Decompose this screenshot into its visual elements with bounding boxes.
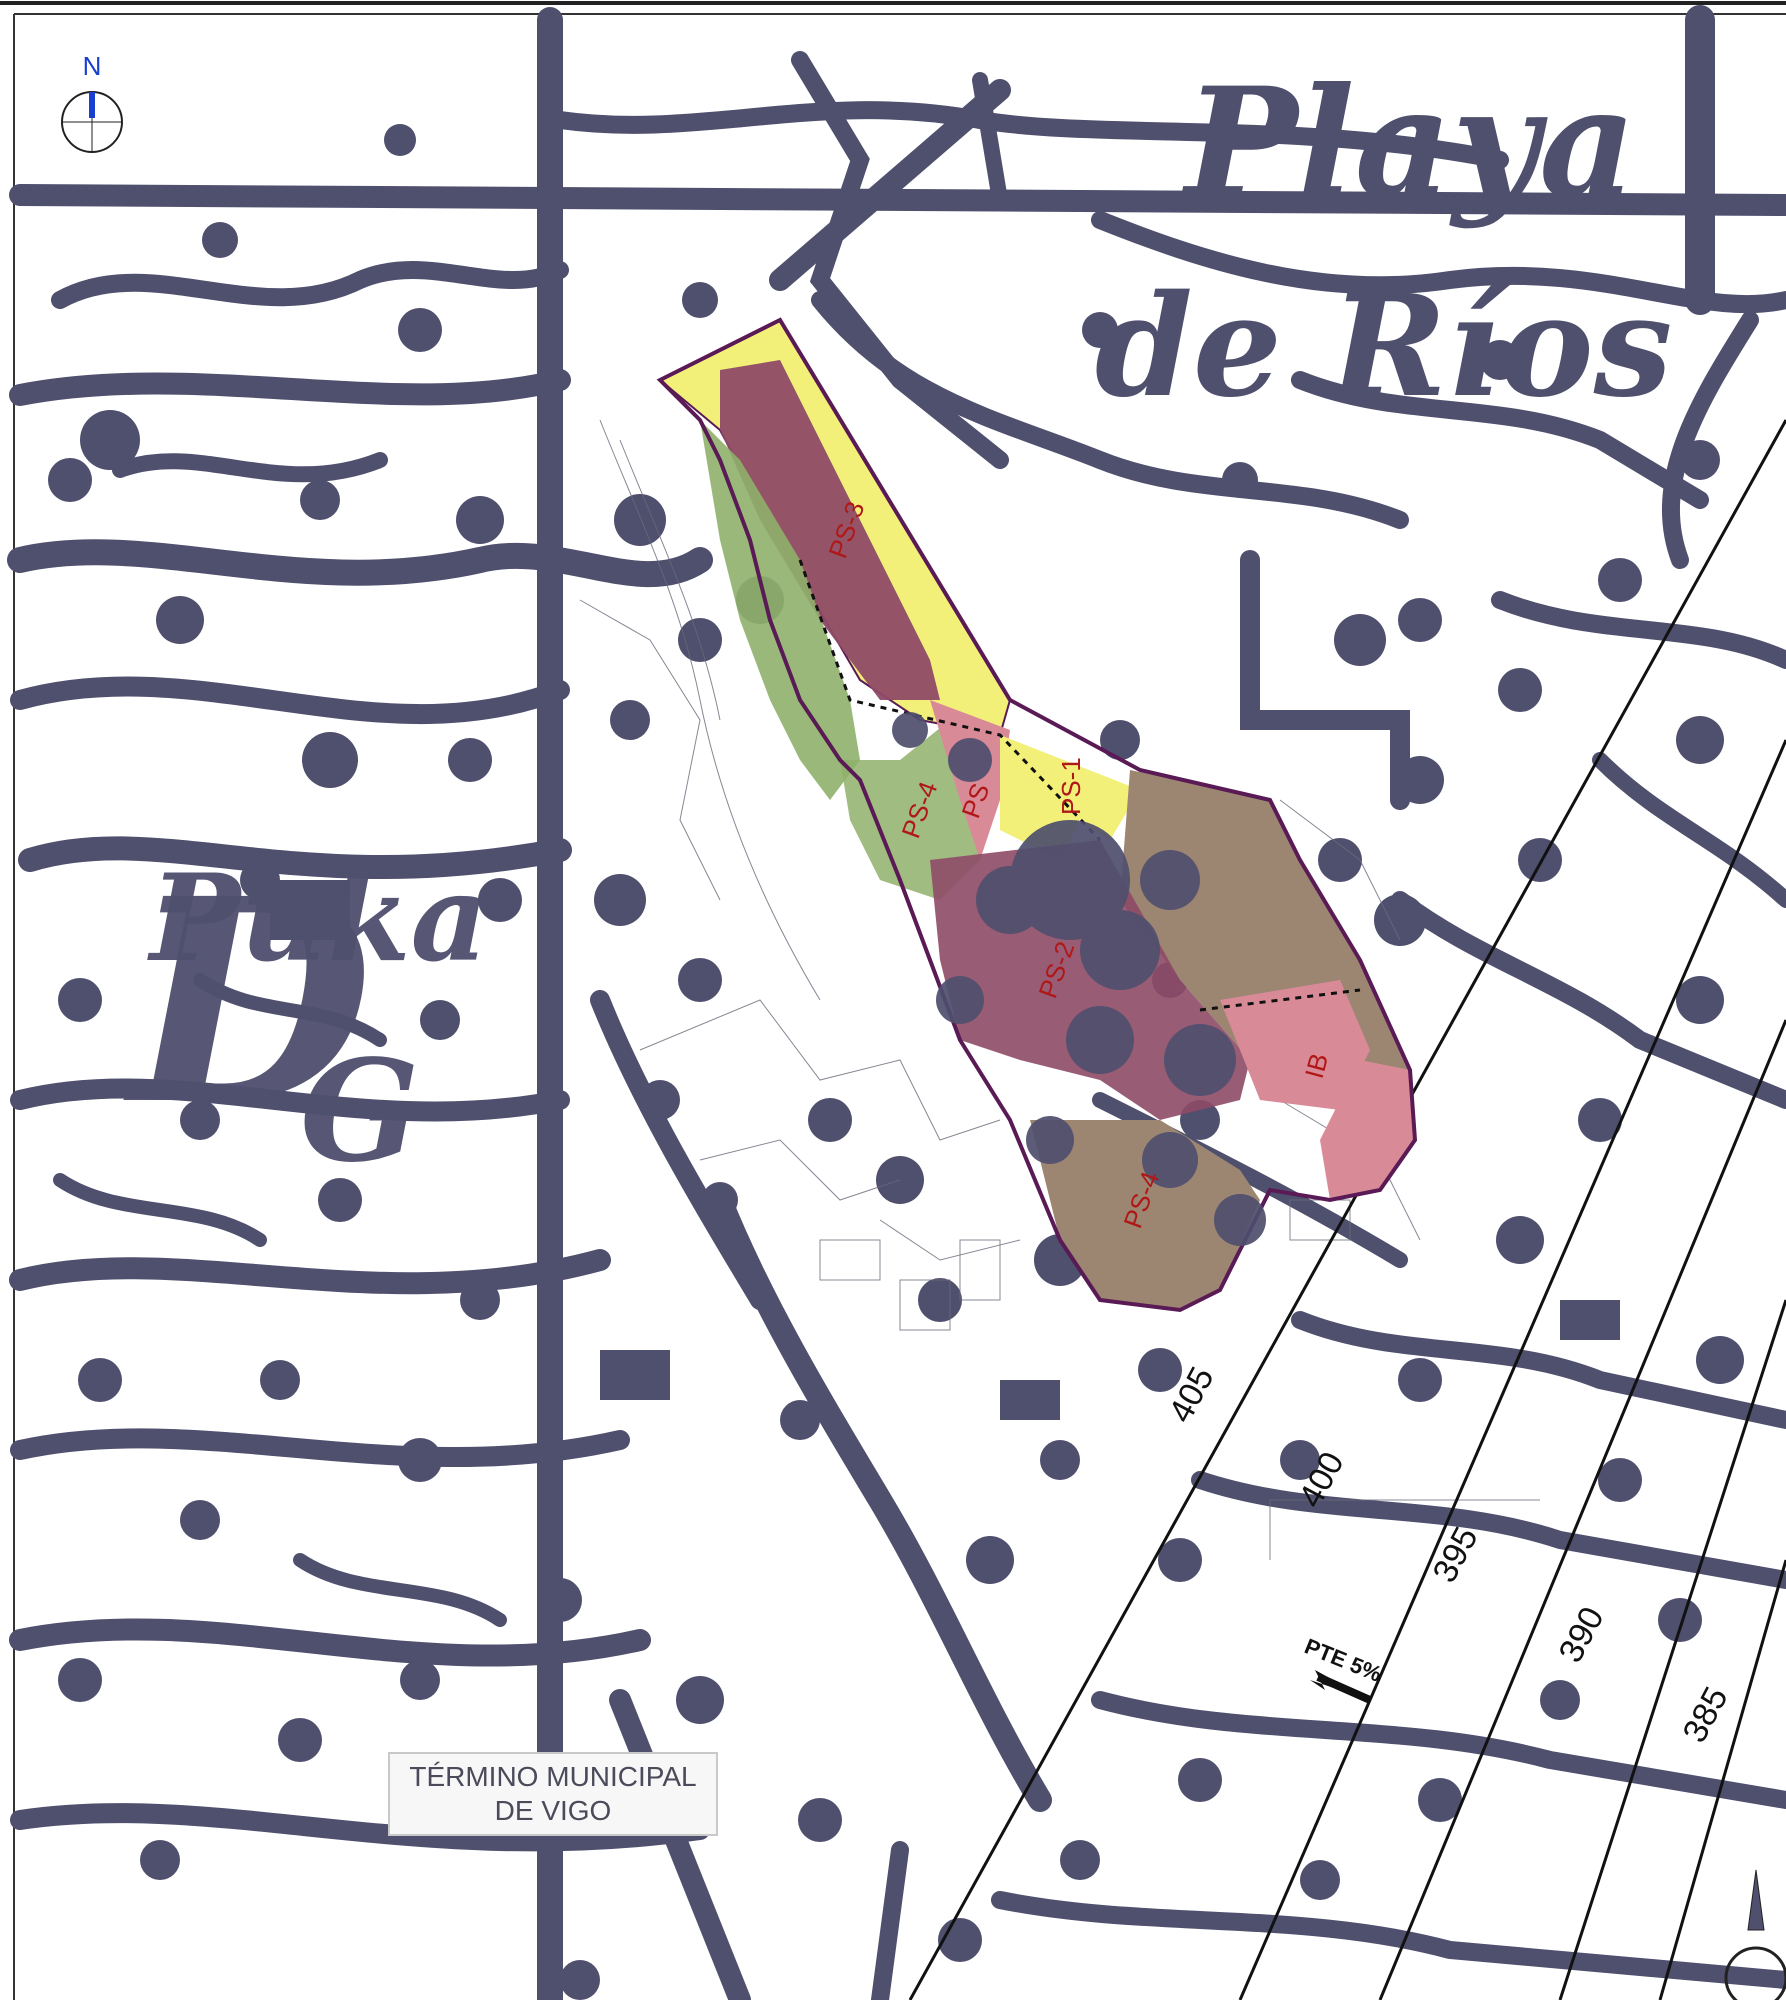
zone-ps3[interactable] <box>720 360 940 700</box>
zone-divider-dashed-east <box>1199 988 1361 1012</box>
contour-395 <box>1378 1019 1786 2000</box>
municipality-line1: TÉRMINO MUNICIPAL <box>409 1761 697 1792</box>
zone-label-ps1: PS-1 <box>1056 757 1086 815</box>
compass-rose-icon <box>1724 1869 1786 2000</box>
contour-lines <box>908 419 1786 2000</box>
municipality-label-box: TÉRMINO MUNICIPAL DE VIGO <box>388 1752 718 1836</box>
contour-400 <box>1238 739 1786 2000</box>
base-map-blobs <box>48 124 1744 2000</box>
north-arrow-icon: N <box>61 51 123 153</box>
svg-text:Puka: Puka <box>147 848 488 989</box>
zone-ps1[interactable] <box>1000 735 1140 860</box>
place-name-line1: Playa <box>1181 55 1636 231</box>
cadastral-lines <box>579 419 1540 1560</box>
base-map-lines <box>7 5 1786 2000</box>
place-name-line2: de Ríos <box>1095 265 1672 429</box>
contour-390 <box>1558 1299 1786 2000</box>
zone-divider-dashed <box>798 559 1102 842</box>
zone-ps4-taupe[interactable] <box>1030 1120 1260 1310</box>
zone-ps4-green[interactable] <box>840 720 980 900</box>
svg-text:G: G <box>300 1030 420 1194</box>
slope-arrow-icon <box>1316 1673 1372 1704</box>
base-map-lettering: D G Puka <box>121 838 488 1194</box>
plan-boundary[interactable] <box>656 317 1418 1313</box>
contour-405 <box>908 419 1786 2000</box>
contour-385 <box>1658 1559 1786 2000</box>
svg-text:D: D <box>121 838 375 1167</box>
zone-pink-south[interactable] <box>1320 1060 1415 1200</box>
overprint-blobs <box>892 712 1266 1246</box>
municipality-line2: DE VIGO <box>494 1795 612 1826</box>
north-label: N <box>83 51 102 81</box>
zone-ib[interactable] <box>1220 980 1370 1110</box>
